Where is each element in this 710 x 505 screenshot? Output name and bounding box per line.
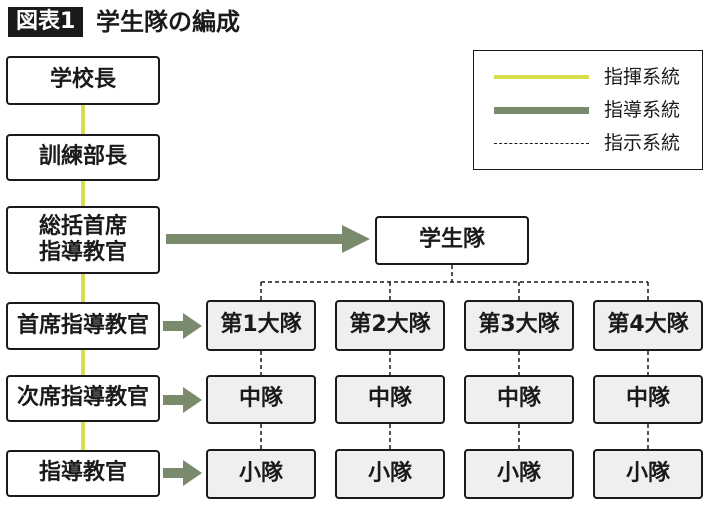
platoon-1-label: 小隊	[238, 460, 283, 486]
guidance-arrow-battalion	[163, 313, 202, 339]
guidance-arrow-company	[163, 387, 202, 413]
student-corps-label: 学生隊	[418, 227, 485, 253]
legend-item-guidance: 指導系統	[494, 96, 699, 124]
guidance-arrow-platoon	[163, 460, 202, 486]
platoon-2-label: 小隊	[367, 460, 412, 486]
legend-label-guidance: 指導系統	[604, 99, 681, 121]
legend-swatch-instruction	[494, 143, 589, 144]
battalion-1-box: 第1大隊	[206, 300, 316, 351]
chief-instructor-label-line1: 総括首席	[38, 213, 127, 239]
legend-swatch-command	[494, 75, 589, 79]
legend: 指揮系統 指導系統 指示系統	[473, 50, 703, 170]
company-1-box: 中隊	[206, 375, 316, 424]
battalion-3-label: 第3大隊	[478, 312, 560, 338]
company-2-label: 中隊	[367, 386, 412, 412]
battalion-4-box: 第4大隊	[593, 300, 703, 351]
platoon-2-box: 小隊	[335, 449, 445, 499]
instructor-box: 指導教官	[6, 450, 160, 497]
company-4-label: 中隊	[625, 386, 670, 412]
deputy-instructor-box: 次席指導教官	[6, 375, 160, 422]
battalion-1-label: 第1大隊	[220, 312, 302, 338]
deputy-instructor-label: 次席指導教官	[16, 385, 149, 411]
company-3-box: 中隊	[464, 375, 574, 424]
company-3-label: 中隊	[496, 386, 541, 412]
company-4-box: 中隊	[593, 375, 703, 424]
battalion-3-box: 第3大隊	[464, 300, 574, 351]
legend-swatch-guidance	[494, 107, 589, 114]
instruction-lines	[260, 265, 649, 449]
guidance-arrow-main	[166, 225, 370, 253]
student-corps-box: 学生隊	[375, 216, 529, 265]
principal-label: 学校長	[49, 67, 116, 93]
chief-instructor-box: 総括首席 指導教官	[6, 206, 160, 274]
instructor-label: 指導教官	[38, 460, 127, 486]
battalion-2-box: 第2大隊	[335, 300, 445, 351]
legend-item-instruction: 指示系統	[494, 129, 699, 157]
senior-instructor-label: 首席指導教官	[16, 312, 149, 338]
platoon-3-box: 小隊	[464, 449, 574, 499]
chief-instructor-label-line2: 指導教官	[38, 240, 127, 265]
battalion-4-label: 第4大隊	[607, 312, 689, 338]
battalion-2-label: 第2大隊	[349, 312, 431, 338]
legend-label-instruction: 指示系統	[604, 132, 681, 154]
platoon-4-box: 小隊	[593, 449, 703, 499]
senior-instructor-box: 首席指導教官	[6, 302, 160, 350]
figure-number-badge: 図表1	[8, 7, 84, 37]
company-2-box: 中隊	[335, 375, 445, 424]
platoon-3-label: 小隊	[496, 460, 541, 486]
legend-item-command: 指揮系統	[494, 63, 699, 91]
platoon-4-label: 小隊	[625, 460, 670, 486]
company-1-label: 中隊	[238, 386, 283, 412]
diagram-title: 学生隊の編成	[96, 8, 240, 36]
platoon-1-box: 小隊	[206, 449, 316, 499]
training-head-box: 訓練部長	[6, 134, 160, 181]
training-head-label: 訓練部長	[38, 144, 127, 170]
principal-box: 学校長	[6, 56, 160, 105]
legend-label-command: 指揮系統	[604, 66, 681, 88]
